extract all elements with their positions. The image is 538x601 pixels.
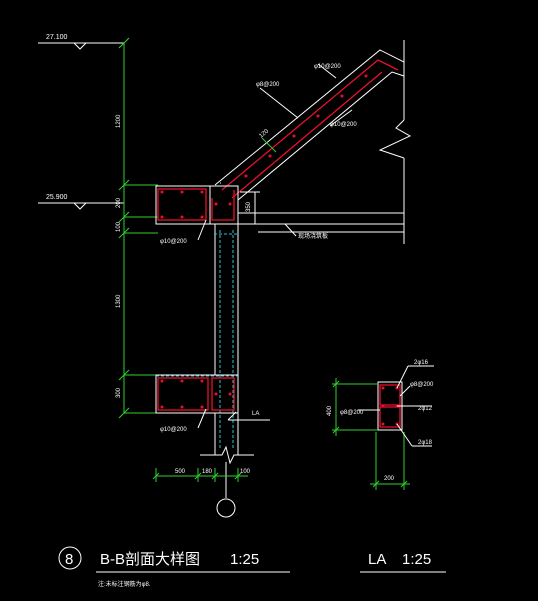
bottom-dimension-chain: 500 180 100: [152, 468, 251, 482]
la-rebar-dots: [381, 386, 399, 426]
section-tag-la: LA: [252, 411, 259, 417]
rebar-label-lower-stirrup: φ10@200: [160, 427, 187, 433]
la-width-dim: 200: [384, 476, 395, 482]
dim-300: 300: [116, 387, 122, 398]
elevation-marker-mid: 25.900: [38, 194, 124, 210]
main-title-block: 8 B-B剖面大样图 1:25 注:未标注钢筋为φ8.: [58, 546, 290, 588]
la-title: LA: [368, 551, 386, 568]
elevation-mid-label: 25.900: [46, 194, 68, 201]
axis-bubble: [216, 498, 236, 518]
dim-1200: 1200: [116, 114, 122, 128]
floor-slab: 现场浇筑板: [210, 212, 404, 240]
upper-beam: 350 φ10@200: [155, 185, 260, 245]
rebar-label-slab-top-bar: φ10@200: [314, 64, 341, 70]
rebar-label-upper-stirrup: φ10@200: [160, 239, 187, 245]
detail-number: 8: [65, 551, 73, 568]
hanging-column: [200, 224, 254, 518]
inclined-canopy-slab: 120 φ8@200 φ10@200 φ10@200: [214, 49, 405, 201]
la-title-scale: 1:25: [402, 551, 431, 568]
floor-slab-label: 现场浇筑板: [298, 232, 328, 240]
main-title-scale: 1:25: [230, 551, 259, 568]
existing-wall: [378, 40, 412, 244]
slab-rebar-dots: [244, 74, 368, 178]
main-title: B-B剖面大样图: [100, 551, 200, 568]
la-title-block: LA 1:25: [360, 551, 446, 573]
la-section-detail: 400 200 2φ16 φ8@200 2φ12 φ8@200 2φ18: [327, 360, 434, 490]
la-stirrup-label-right: φ8@200: [410, 382, 434, 388]
dim-100-bottom: 100: [240, 469, 251, 475]
elevation-top-label: 27.100: [46, 34, 68, 41]
dim-1300: 1300: [116, 294, 122, 308]
dim-180: 180: [202, 469, 213, 475]
la-mid-bars-label: 2φ12: [418, 406, 433, 412]
la-bottom-bars-label: 2φ18: [418, 440, 433, 446]
rebar-label-slab-bottom: φ10@200: [330, 122, 357, 128]
dim-500: 500: [175, 469, 186, 475]
vertical-dimension-chain: 1200 200 100 1300 300: [116, 37, 158, 419]
drawing-note: 注:未标注钢筋为φ8.: [98, 580, 151, 588]
slope-dim-120: 120: [258, 128, 270, 139]
la-stirrup-label-left: φ8@200: [340, 410, 364, 416]
rebar-label-slab-top: φ8@200: [256, 82, 280, 88]
elevation-marker-top: 27.100: [38, 34, 124, 50]
dim-100: 100: [116, 221, 122, 232]
la-height-dim: 400: [327, 405, 333, 416]
dim-200: 200: [116, 197, 122, 208]
lower-beam: φ10@200 LA: [155, 374, 270, 433]
upper-beam-rebar-dots: [160, 190, 232, 219]
beam-depth-dim: 350: [246, 201, 252, 212]
lower-beam-rebar-dots: [160, 379, 232, 409]
la-top-bars-label: 2φ16: [414, 360, 429, 366]
